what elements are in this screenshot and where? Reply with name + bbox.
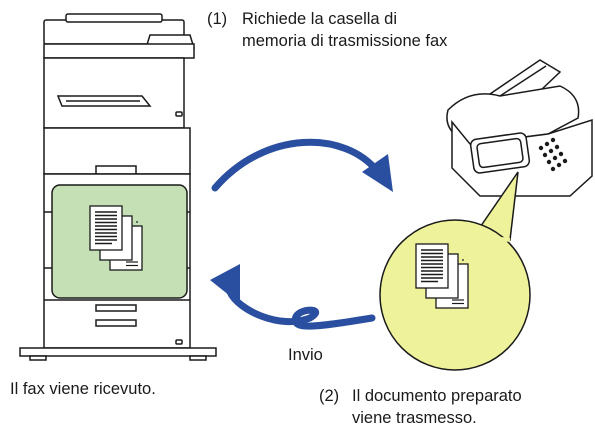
step1-text-line1: Richiede la casella di xyxy=(242,10,398,28)
step1-text-line2: memoria di trasmissione fax xyxy=(242,32,448,50)
receive-caption: Il fax viene ricevuto. xyxy=(10,380,156,398)
step2-text-line2: viene trasmesso. xyxy=(352,409,477,427)
fax-machine-icon xyxy=(446,59,593,197)
send-label: Invio xyxy=(288,346,323,364)
send-arrow xyxy=(210,264,376,330)
step2-number: (2) xyxy=(319,387,340,405)
step1-number: (1) xyxy=(207,10,228,28)
step2-text-line1: Il documento preparato xyxy=(352,387,522,405)
request-arrow xyxy=(211,138,393,192)
